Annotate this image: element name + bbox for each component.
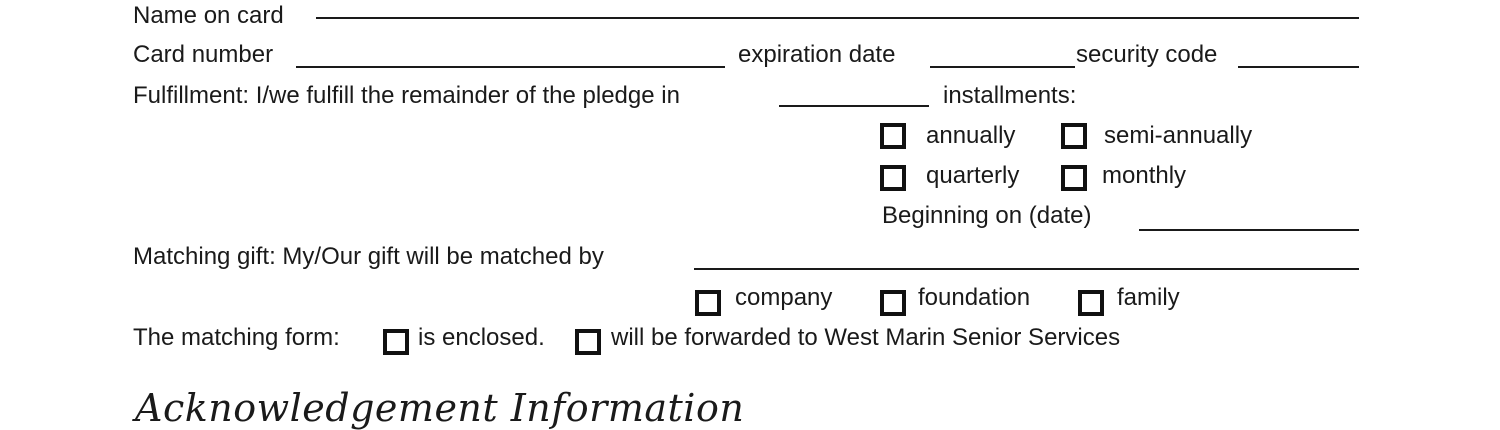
annually-label: annually (926, 122, 1016, 149)
matching-form-label: The matching form: (133, 324, 340, 351)
family-label: family (1117, 284, 1180, 311)
semi-annually-checkbox[interactable] (1061, 123, 1087, 149)
security-code-label: security code (1076, 41, 1218, 68)
fulfillment-label: Fulfillment: I/we fulfill the remainder … (133, 82, 680, 109)
matching-gift-label: Matching gift: My/Our gift will be match… (133, 243, 604, 270)
quarterly-label: quarterly (926, 162, 1020, 189)
matching-gift-field[interactable] (694, 268, 1359, 270)
form-enclosed-label: is enclosed. (418, 324, 545, 351)
family-checkbox[interactable] (1078, 290, 1104, 316)
security-code-field[interactable] (1238, 66, 1359, 68)
form-forwarded-label: will be forwarded to West Marin Senior S… (611, 324, 1121, 351)
company-label: company (735, 284, 833, 311)
monthly-checkbox[interactable] (1061, 165, 1087, 191)
beginning-date-field[interactable] (1139, 229, 1359, 231)
expiration-date-field[interactable] (930, 66, 1075, 68)
card-number-label: Card number (133, 41, 274, 68)
semi-annually-label: semi-annually (1104, 122, 1253, 149)
installments-label: installments: (943, 82, 1077, 109)
beginning-date-label: Beginning on (date) (882, 202, 1092, 229)
quarterly-checkbox[interactable] (880, 165, 906, 191)
expiration-date-label: expiration date (738, 41, 896, 68)
acknowledgement-heading: Acknowledgement Information (135, 386, 745, 430)
installments-count-field[interactable] (779, 105, 929, 107)
foundation-label: foundation (918, 284, 1031, 311)
form-enclosed-checkbox[interactable] (383, 329, 409, 355)
foundation-checkbox[interactable] (880, 290, 906, 316)
card-number-field[interactable] (296, 66, 725, 68)
form-forwarded-checkbox[interactable] (575, 329, 601, 355)
annually-checkbox[interactable] (880, 123, 906, 149)
name-on-card-field[interactable] (316, 17, 1359, 19)
name-on-card-label: Name on card (133, 2, 284, 29)
company-checkbox[interactable] (695, 290, 721, 316)
monthly-label: monthly (1102, 162, 1187, 189)
